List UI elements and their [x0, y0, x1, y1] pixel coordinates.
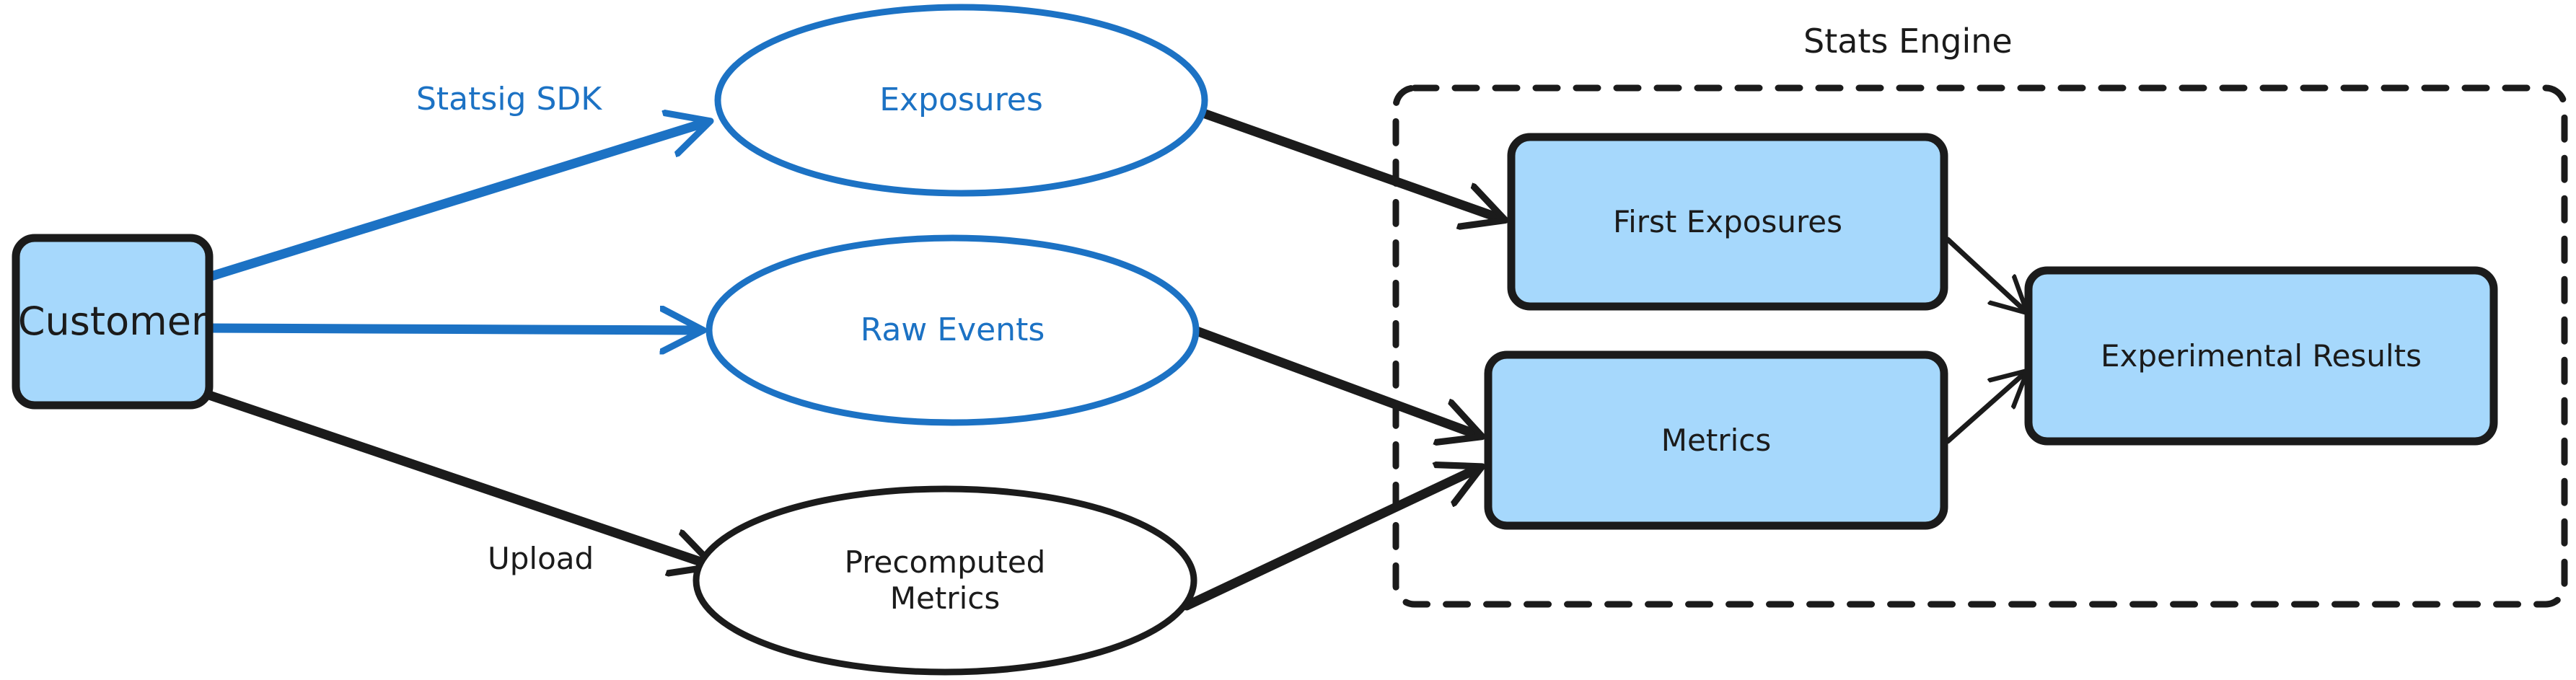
- node-raw-events[interactable]: [705, 234, 1200, 426]
- node-metrics[interactable]: [1484, 350, 1948, 530]
- node-exposures[interactable]: [714, 4, 1208, 197]
- edge-raw-events-to-metrics: [1184, 323, 1477, 435]
- stats-engine-group-border: [1392, 84, 2568, 608]
- node-customer[interactable]: [12, 234, 214, 410]
- edge-precomputed-metrics-to-metrics: [1182, 469, 1477, 611]
- node-precomputed-metrics[interactable]: [693, 485, 1197, 676]
- edge-customer-to-precomputed-metrics: [204, 390, 709, 565]
- edge-label-upload: Upload: [488, 541, 594, 576]
- edge-label-statsig-sdk: Statsig SDK: [416, 81, 602, 118]
- edge-metrics-to-experimental-results: [1945, 374, 2024, 444]
- edge-customer-to-exposures: [206, 123, 705, 281]
- edge-exposures-to-first-exposures: [1188, 105, 1500, 218]
- node-experimental-results[interactable]: [2024, 266, 2498, 446]
- edge-customer-to-raw-events: [206, 328, 698, 330]
- node-first-exposures[interactable]: [1507, 133, 1948, 311]
- group-label-stats-engine: Stats Engine: [1803, 22, 2013, 61]
- edge-first-exposures-to-experimental-results: [1945, 237, 2024, 310]
